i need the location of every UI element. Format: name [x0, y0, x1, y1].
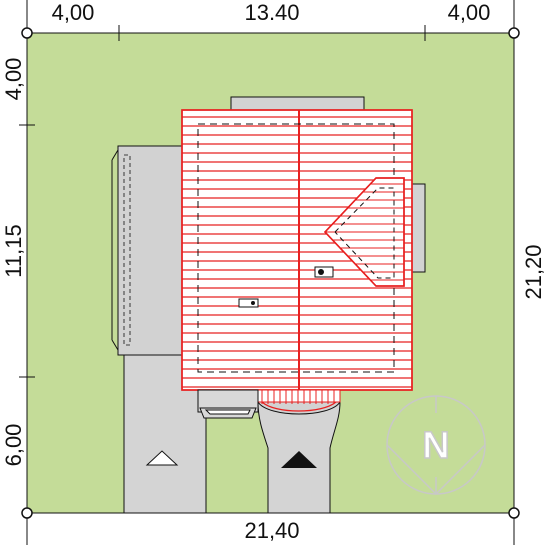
entrance-marker-garage: [145, 450, 179, 466]
corner-marker: [21, 27, 33, 39]
corner-markers: [21, 27, 520, 519]
dimension-left-middle: 11,15: [1, 224, 26, 277]
corner-marker: [508, 27, 520, 39]
entrance-porch: [257, 389, 341, 415]
garage-canopy: [197, 389, 259, 419]
north-compass: N: [386, 395, 486, 496]
roof-window: [238, 298, 259, 308]
dimension-bottom: 21,40: [244, 518, 299, 543]
dimension-lines: [19, 0, 515, 545]
garage-roof: [117, 145, 187, 356]
dimension-left-bottom: 6,00: [1, 424, 26, 467]
roof-window: [314, 266, 334, 278]
dimension-top-middle: 13.40: [244, 0, 299, 25]
dimension-right: 21,20: [521, 244, 544, 299]
corner-marker: [508, 507, 520, 519]
compass-north-letter: N: [422, 425, 449, 467]
dimension-top-right: 4,00: [448, 0, 491, 25]
dimension-top-left: 4,00: [52, 0, 95, 25]
entrance-marker-main: [281, 451, 317, 468]
roof-chimney-box: [230, 96, 365, 111]
dimension-left-top: 4,00: [1, 58, 26, 101]
roof-dormer: [323, 177, 405, 287]
corner-marker: [21, 507, 33, 519]
